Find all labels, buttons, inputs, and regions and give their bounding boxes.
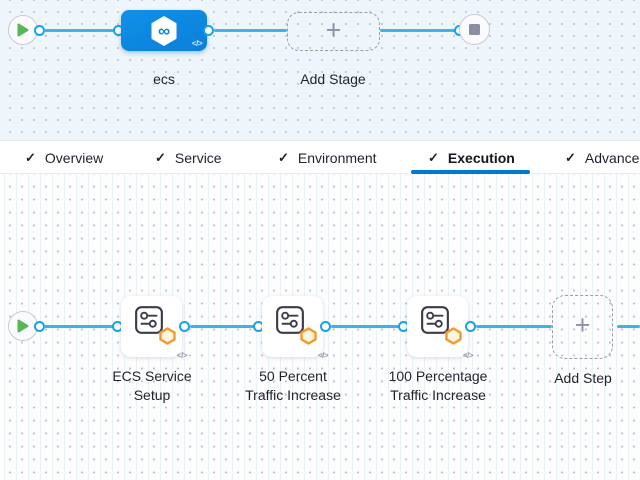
code-view-icon[interactable]: </> [317, 351, 329, 360]
plus-icon: + [325, 14, 342, 45]
stage-config-tabbar: ✓ Overview ✓ Service ✓ Environment ✓ Exe… [0, 140, 640, 174]
code-view-icon[interactable]: </> [191, 39, 203, 48]
connector-line [44, 28, 114, 32]
plus-icon: + [574, 310, 591, 340]
port-dot[interactable] [465, 320, 476, 332]
svg-text:∞: ∞ [158, 21, 170, 40]
connector-line [380, 28, 456, 32]
stage-canvas[interactable]: ∞ </> ecs + Add Stage [0, 0, 640, 140]
pipeline-end-node[interactable] [459, 14, 490, 45]
tab-advanced[interactable]: ✓ Advanced [565, 149, 640, 166]
ecs-hexagon-badge-icon [159, 327, 176, 345]
stage-node-ecs[interactable]: ∞ </> [121, 10, 207, 51]
check-icon: ✓ [565, 149, 576, 165]
connector-line [476, 324, 552, 328]
step-settings-icon [276, 306, 304, 334]
tab-service[interactable]: ✓ Service [155, 149, 222, 166]
connector-line [44, 324, 114, 328]
step-node-100-percentage[interactable]: </> [407, 296, 474, 360]
tab-execution[interactable]: ✓ Execution [428, 149, 515, 166]
check-icon: ✓ [428, 149, 439, 165]
port-dot[interactable] [179, 320, 190, 332]
check-icon: ✓ [155, 149, 166, 165]
step-label: 100 Percentage Traffic Increase [388, 368, 488, 403]
play-icon [17, 319, 29, 333]
step-label: ECS Service Setup [112, 368, 192, 403]
code-view-icon[interactable]: </> [462, 351, 474, 360]
step-label: 50 Percent Traffic Increase [245, 368, 341, 403]
tab-overview[interactable]: ✓ Overview [25, 149, 104, 166]
execution-canvas[interactable]: </> ECS Service Setup </> 50 Percent Tra… [0, 174, 640, 480]
connector-line [617, 324, 640, 328]
harness-cd-hexagon-icon: ∞ [151, 15, 177, 46]
step-settings-icon [421, 306, 449, 334]
connector-line [190, 324, 256, 328]
pipeline-start-node[interactable] [8, 15, 38, 45]
tab-environment[interactable]: ✓ Environment [278, 149, 377, 166]
add-stage-label: Add Stage [300, 71, 366, 87]
stop-icon [469, 24, 480, 35]
check-icon: ✓ [25, 149, 36, 165]
check-icon: ✓ [278, 149, 289, 165]
code-view-icon[interactable]: </> [176, 351, 188, 360]
port-dot[interactable] [203, 24, 214, 36]
play-icon [17, 23, 29, 37]
stage-label: ecs [153, 71, 175, 87]
step-node-ecs-service-setup[interactable]: </> [121, 296, 188, 360]
port-dot[interactable] [320, 320, 331, 332]
ecs-hexagon-badge-icon [445, 327, 462, 345]
add-step-button[interactable]: + [552, 295, 613, 359]
ecs-hexagon-badge-icon [300, 327, 317, 345]
connector-line [331, 324, 401, 328]
execution-start-node[interactable] [8, 311, 38, 341]
step-settings-icon [135, 306, 163, 334]
add-stage-button[interactable]: + [287, 12, 380, 51]
add-step-label: Add Step [554, 370, 612, 386]
step-node-50-percent[interactable]: </> [262, 296, 329, 360]
connector-line [214, 28, 287, 32]
active-tab-underline [411, 170, 530, 174]
